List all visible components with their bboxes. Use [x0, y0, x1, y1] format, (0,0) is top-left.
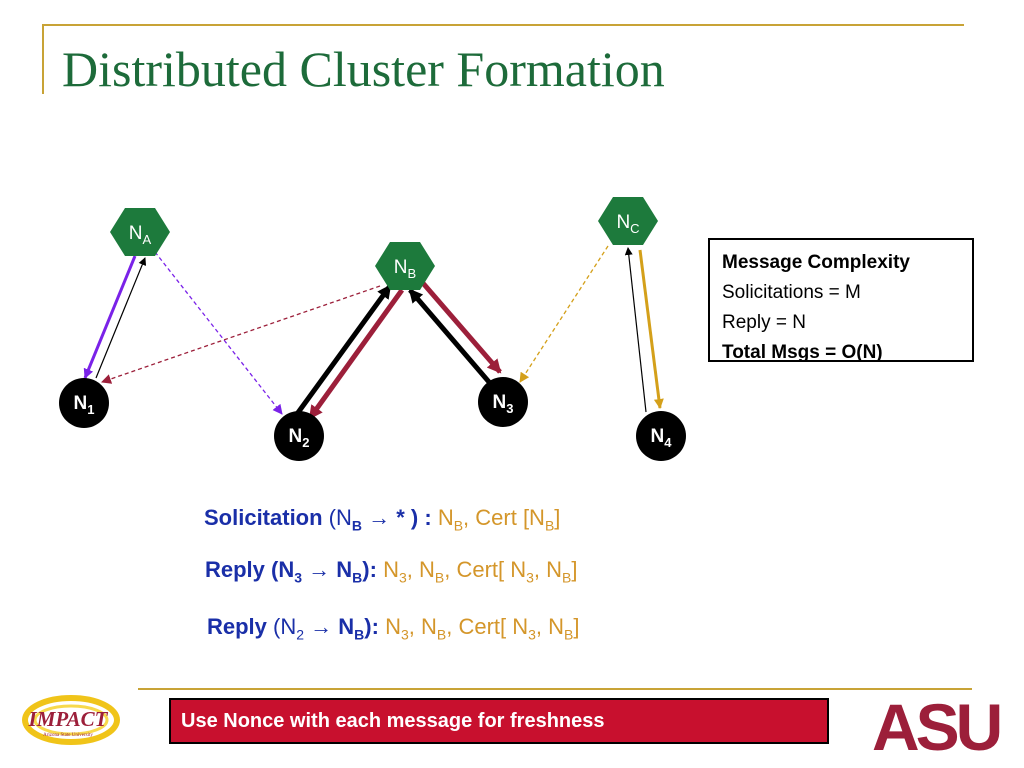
solicitation-equation: Solicitation (NB → * ) : NB, Cert [NB]	[204, 505, 561, 534]
svg-text:N4: N4	[651, 426, 673, 450]
arrow-nb-to-n3	[420, 280, 502, 374]
svg-text:N1: N1	[74, 393, 95, 417]
reply-n2-equation: Reply (N2 → NB): N3, NB, Cert[ N3, NB]	[207, 614, 580, 643]
node-n4: N4	[636, 411, 686, 461]
eq-label: Solicitation	[204, 505, 323, 530]
node-n3: N3	[478, 377, 528, 427]
node-nb: NB	[375, 242, 435, 290]
node-n2: N2	[274, 411, 324, 461]
svg-text:NB: NB	[394, 257, 416, 281]
arrow-nc-to-n3-dashed	[519, 245, 609, 383]
arrow-glyph: →	[304, 614, 339, 639]
frame-left-rule	[42, 24, 44, 94]
impact-logo: IMPACT Arizona State University	[22, 695, 120, 745]
node-n1: N1	[59, 378, 109, 428]
arrow-na-to-n1	[83, 255, 137, 379]
frame-top-rule	[42, 24, 964, 26]
svg-text:N2: N2	[289, 426, 310, 450]
slide-title: Distributed Cluster Formation	[62, 41, 665, 97]
arrow-n2-to-nb	[294, 284, 393, 416]
arrow-n4-to-nc	[624, 247, 647, 413]
arrow-glyph: →	[362, 505, 397, 530]
footer-rule	[138, 688, 972, 690]
svg-text:IMPACT: IMPACT	[28, 707, 109, 731]
nonce-banner: Use Nonce with each message for freshnes…	[169, 698, 829, 744]
asu-logo: ASU	[872, 690, 1003, 764]
node-nc: NC	[598, 197, 658, 245]
complexity-reply: Reply = N	[722, 312, 806, 333]
arrow-nb-to-n1-dashed	[101, 285, 381, 384]
arrow-n3-to-nb	[408, 288, 491, 384]
svg-text:NC: NC	[616, 212, 639, 236]
svg-text:N3: N3	[493, 392, 514, 416]
svg-text:Arizona State University: Arizona State University	[43, 733, 93, 738]
node-na: NA	[110, 208, 170, 256]
arrow-glyph: →	[302, 557, 337, 582]
svg-text:NA: NA	[129, 223, 152, 247]
complexity-total: Total Msgs = O(N)	[722, 342, 883, 363]
arrow-nc-to-n4	[638, 249, 664, 409]
reply-n3-equation: Reply (N3 → NB): N3, NB, Cert[ N3, NB]	[205, 557, 578, 586]
arrow-n1-to-na	[95, 257, 147, 379]
complexity-solicitations: Solicitations = M	[722, 282, 861, 303]
arrow-na-to-n2-dashed	[154, 251, 283, 415]
message-complexity-box: Message Complexity Solicitations = M Rep…	[708, 238, 974, 363]
arrow-nb-to-n2	[307, 288, 405, 420]
complexity-heading: Message Complexity	[722, 252, 910, 273]
